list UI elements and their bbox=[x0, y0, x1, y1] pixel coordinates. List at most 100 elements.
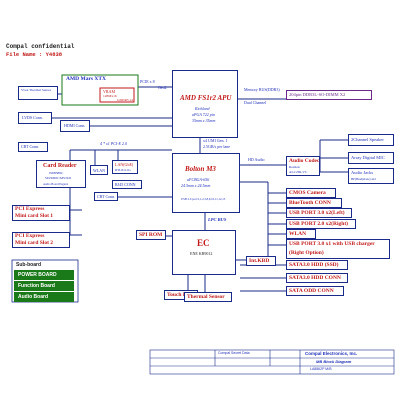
card-reader-formats: SD/MMC/MS/XD bbox=[45, 176, 72, 180]
apu-title: AMD FS1r2 APU bbox=[180, 94, 232, 102]
vga-thermal-label: VGA Thermal Sensor bbox=[21, 88, 52, 92]
wlan-small-box: WLAN bbox=[90, 165, 108, 175]
footer-model: LA8862P M/B bbox=[310, 367, 332, 371]
audio-codec-title: Audio Codec bbox=[289, 158, 320, 164]
sata-hdd1-label: SATA3.0 HDD (SSD) bbox=[289, 262, 339, 268]
vram-type: GDDR5 x4 bbox=[117, 98, 134, 102]
footer-doc-title: MB Block Diagram bbox=[316, 359, 352, 364]
touch-pad-label: Touch Pad bbox=[167, 292, 193, 298]
subboard-function: Function Board bbox=[14, 281, 74, 291]
card-reader-chip: JMB388C bbox=[49, 171, 64, 175]
bt-label: BlueTooth CONN bbox=[289, 200, 331, 206]
ec-chip: ENE KB9012 bbox=[190, 251, 213, 256]
fch-box: Bolton M3 uFCBGA-656 24.5mm x 24.5mm USB… bbox=[172, 153, 240, 213]
ec-title: EC bbox=[197, 238, 210, 248]
thermal-sensor-label: Thermal Sensor bbox=[187, 294, 225, 300]
gen2-label: Gen2 bbox=[158, 85, 167, 90]
sata-hdd2-label: SATA3.0 HDD CONN bbox=[289, 275, 341, 281]
document-title: Compal confidential bbox=[6, 43, 75, 50]
sata-odd-label: SATA ODD CONN bbox=[289, 288, 334, 294]
rj45-box: RJ45 CONN bbox=[112, 180, 142, 189]
crt-small-box: CRT Conn. bbox=[18, 142, 48, 152]
vram-label: VRAM bbox=[103, 89, 116, 94]
sodimm-label: 204pin DDR3L-SO-DIMM X2 bbox=[289, 92, 346, 97]
lvds-conn-box: LVDS Conn. bbox=[18, 112, 52, 124]
crt-small-label: CRT Conn. bbox=[21, 144, 40, 149]
int-kbd-box: Int.KBD bbox=[246, 256, 276, 266]
cmos-box: CMOS Camera bbox=[286, 188, 336, 198]
audio-codec-vendor: Realtek bbox=[289, 165, 300, 169]
file-name: File Name : Y4838 bbox=[6, 51, 63, 58]
audio-jacks-box: Audio Jacks HP(Headphone) and bbox=[348, 168, 394, 184]
hd-audio-label: HD Audio bbox=[248, 157, 265, 162]
ec-box: EC ENE KB9012 bbox=[172, 230, 236, 275]
cmos-label: CMOS Camera bbox=[289, 190, 326, 196]
subboard-title: Sub-board bbox=[16, 262, 41, 268]
apu-box: AMD FS1r2 APU Richland uPGA 722 pin 35mm… bbox=[172, 70, 238, 138]
spi-rom-label: SPI ROM bbox=[139, 232, 163, 238]
apu-package: uPGA 722 pin bbox=[192, 112, 215, 117]
memory-bus-label: Memory BUS(DDR3) bbox=[244, 87, 280, 92]
mini-slot2-box: PCI Express Mini card Slot 2 bbox=[12, 232, 70, 248]
footer-company: Compal Electronics, Inc. bbox=[305, 351, 358, 356]
card-reader-note: Audio Board Pagexx bbox=[43, 182, 69, 186]
card-reader-title: Card Reader bbox=[43, 163, 77, 169]
lpc-bus-label: LPC BUS bbox=[208, 217, 227, 222]
wlan-small-label: WLAN bbox=[93, 168, 105, 173]
audio-codec-box: Audio Codec Realtek ALC269-VC bbox=[286, 156, 320, 176]
fch-title: Bolton M3 bbox=[185, 165, 216, 173]
lvds-conn-label: LVDS Conn. bbox=[22, 115, 43, 120]
apu-size: 35mm x 35mm bbox=[192, 118, 216, 123]
crt-conn-box: CRT Conn. bbox=[94, 192, 118, 201]
vram-size: 128Mx16 bbox=[103, 94, 117, 98]
subboard-power: POWER BOARD bbox=[14, 270, 74, 280]
crt-conn-label: CRT Conn. bbox=[97, 194, 116, 199]
lan-label: LAN(GbE) bbox=[115, 162, 134, 167]
pcie-x1-label: 4 * x1 PCI-E 2.0 bbox=[100, 141, 127, 146]
apu-codename: Richland bbox=[195, 106, 210, 111]
hdmi-conn-label: HDMI Conn. bbox=[64, 123, 86, 128]
thermal-sensor-box: Thermal Sensor bbox=[184, 292, 232, 302]
usb30-charger-box: USB PORT 3.0 x1 with USB charger (Right … bbox=[286, 239, 390, 259]
mini-slot1-box: PCI Express Mini card Slot 1 bbox=[12, 205, 70, 221]
fch-size: 24.5mm x 24.5mm bbox=[181, 183, 211, 188]
fch-package: uFCBGA-656 bbox=[187, 177, 210, 182]
right-option-label: (Right Option) bbox=[289, 250, 324, 256]
subboard-audio: Audio Board bbox=[14, 292, 74, 302]
spi-rom-box: SPI ROM bbox=[136, 230, 166, 240]
fch-usb-ports: USB 2.0 port 0,1,2,3,8,9,10,11,12,13 bbox=[181, 197, 226, 201]
sata-hdd1-box: SATA3.0 HDD (SSD) bbox=[286, 260, 348, 270]
hdmi-conn-box: HDMI Conn. bbox=[60, 120, 90, 132]
mini-slot1-label: Mini card Slot 1 bbox=[15, 213, 54, 219]
lan-chip: RTL8111G bbox=[115, 168, 131, 172]
wlan-box: WLAN bbox=[286, 229, 316, 239]
pcie-x8-label: PCIE x 8 bbox=[140, 79, 155, 84]
dmic-box: Array Digital MIC bbox=[348, 152, 394, 164]
usb20-right-label: USB PORT 2.0 x2(Right) bbox=[289, 221, 348, 227]
speaker-box: 2Channel Speaker bbox=[348, 134, 394, 146]
card-reader-box: Card Reader JMB388C SD/MMC/MS/XD Audio B… bbox=[36, 160, 86, 188]
sata-odd-box: SATA ODD CONN bbox=[286, 286, 344, 296]
mini-slot2-label: Mini card Slot 2 bbox=[15, 240, 54, 246]
audio-jacks-label: Audio Jacks bbox=[351, 170, 374, 175]
umi-label: x4 UMI Gen. 1 bbox=[203, 138, 228, 143]
vga-thermal-box: VGA Thermal Sensor bbox=[18, 86, 58, 100]
gpu-label: AMD Mars XTX bbox=[66, 76, 107, 82]
int-kbd-label: Int.KBD bbox=[249, 258, 270, 264]
pci-express1-label: PCI Express bbox=[15, 206, 45, 212]
usb20-right-box: USB PORT 2.0 x2(Right) bbox=[286, 219, 356, 229]
sata-hdd2-box: SATA3.0 HDD CONN bbox=[286, 273, 348, 283]
dmic-label: Array Digital MIC bbox=[351, 155, 385, 160]
pci-express2-label: PCI Express bbox=[15, 233, 45, 239]
speaker-label: 2Channel Speaker bbox=[351, 137, 384, 142]
bt-box: BlueTooth CONN bbox=[286, 198, 342, 208]
audio-jacks-sub: HP(Headphone) and bbox=[351, 177, 376, 181]
wlan-label: WLAN bbox=[289, 231, 307, 237]
usb30-left-label: USB PORT 3.0 x2(Left) bbox=[289, 210, 345, 216]
lan-box: LAN(GbE) RTL8111G bbox=[112, 160, 138, 174]
usb30-left-box: USB PORT 3.0 x2(Left) bbox=[286, 208, 352, 218]
dual-channel-label: Dual Channel bbox=[244, 100, 267, 105]
audio-codec-chip: ALC269-VC bbox=[289, 170, 308, 174]
